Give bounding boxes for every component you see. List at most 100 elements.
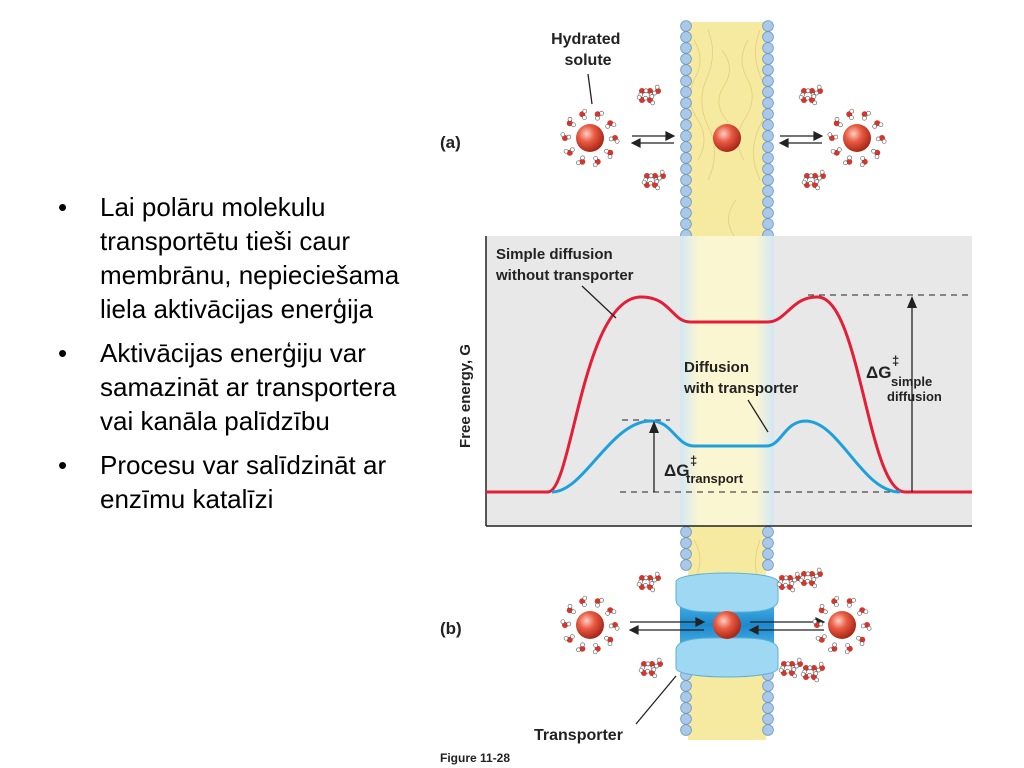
water-molecule (652, 84, 661, 96)
water-molecule (652, 179, 661, 191)
bullet-text: Lai polāru molekulu transportētu tieši c… (100, 192, 400, 324)
lipid-head (762, 108, 774, 120)
water-molecule (608, 622, 620, 631)
simple-diffusion-curve (486, 295, 972, 494)
lipid-head (762, 196, 774, 208)
water-molecule (604, 635, 614, 646)
lipid-head (762, 526, 774, 538)
lipid-head (762, 537, 774, 549)
lipid-head (762, 64, 774, 76)
dg-simple-dagger: ‡ (892, 353, 899, 368)
bullet-dot: • (58, 192, 68, 222)
lipid-head (680, 152, 692, 164)
water-molecule (846, 108, 855, 120)
water-molecule (592, 643, 601, 655)
lipid-head (762, 680, 774, 692)
water-molecule (560, 619, 572, 628)
equilibrium-arrows-a (630, 131, 824, 148)
transporter-diffusion-label: Diffusion with transporter (683, 359, 798, 397)
lipid-head (762, 130, 774, 142)
water-molecule (605, 607, 617, 616)
dg-transport-arrowhead (649, 421, 659, 433)
lipid-head (762, 548, 774, 560)
lipid-head (762, 31, 774, 43)
water-molecule (828, 642, 838, 653)
dg-transport-subscript: transport (686, 471, 744, 486)
dg-simple-subscript-2: diffusion (887, 389, 942, 404)
water-molecule (801, 179, 813, 188)
water-molecule (604, 148, 614, 159)
lipid-head (680, 185, 692, 197)
water-molecule (812, 619, 824, 628)
solute-sphere (843, 124, 871, 152)
solute-sphere (828, 611, 856, 639)
lipid-head (762, 713, 774, 725)
water-molecule (636, 581, 648, 590)
dg-simple-subscript: simple (891, 374, 932, 389)
bullet-item: • Lai polāru molekulu transportētu tieši … (58, 190, 428, 326)
lipid-head (680, 207, 692, 219)
water-molecule (563, 147, 575, 156)
water-molecule (843, 155, 853, 166)
bullet-dot: • (58, 450, 68, 480)
water-molecule (638, 667, 650, 676)
lipid-head (680, 141, 692, 153)
water-molecule (830, 147, 842, 156)
lipid-head (762, 559, 774, 571)
water-molecule (861, 110, 871, 121)
transporter-pointer (635, 675, 677, 725)
water-molecule (871, 148, 881, 159)
bullet-item: •Procesu var salīdzināt ar enzīmu katalī… (58, 448, 428, 516)
lipid-head (762, 724, 774, 736)
water-molecule (647, 581, 656, 593)
water-molecule (800, 671, 812, 680)
membrane-graph-band (680, 236, 774, 526)
bullet-dot: • (58, 338, 68, 368)
y-axis-label: Free energy, G (457, 344, 474, 448)
water-molecule (789, 667, 798, 679)
lipid-head (680, 713, 692, 725)
lipid-head (762, 702, 774, 714)
lipid-head (680, 196, 692, 208)
hydrated-solute-label: Hydrated solute (551, 31, 625, 69)
lipid-head (762, 207, 774, 219)
lipid-head (762, 141, 774, 153)
water-molecule (833, 117, 843, 128)
lipid-head (762, 20, 774, 32)
water-molecule (657, 169, 666, 181)
lipid-head (762, 152, 774, 164)
simple-label-pointer (581, 285, 617, 319)
lipid-head (680, 53, 692, 65)
water-molecule (859, 156, 868, 168)
water-molecule (798, 94, 810, 103)
lipid-head (680, 174, 692, 186)
lipid-head (762, 119, 774, 131)
lipid-head (680, 97, 692, 109)
lipid-head (680, 680, 692, 692)
bullet-list: • Lai polāru molekulu transportētu tieši … (58, 190, 428, 526)
lipid-head (680, 218, 692, 230)
water-molecule (579, 595, 588, 607)
lipid-head (680, 75, 692, 87)
water-molecule (812, 179, 821, 191)
water-molecule (778, 667, 790, 676)
bullet-item: •Aktivācijas enerģiju var samazināt ar t… (58, 336, 428, 438)
lipid-head (680, 31, 692, 43)
lipid-head (680, 20, 692, 32)
water-molecule (809, 577, 818, 589)
hydrated-solute-pointer (587, 73, 593, 105)
lipid-head (762, 97, 774, 109)
lipid-head (762, 42, 774, 54)
water-molecule (563, 634, 575, 643)
lipid-head (762, 218, 774, 230)
water-molecule (579, 108, 588, 120)
lipid-head (680, 108, 692, 120)
solute-group (560, 84, 887, 683)
water-molecule (649, 667, 658, 679)
dg-transport-label: ΔG (664, 461, 689, 480)
lipid-head (680, 86, 692, 98)
simple-diffusion-label: Simple diffusion without transporter (495, 246, 634, 284)
water-molecule (576, 642, 586, 653)
